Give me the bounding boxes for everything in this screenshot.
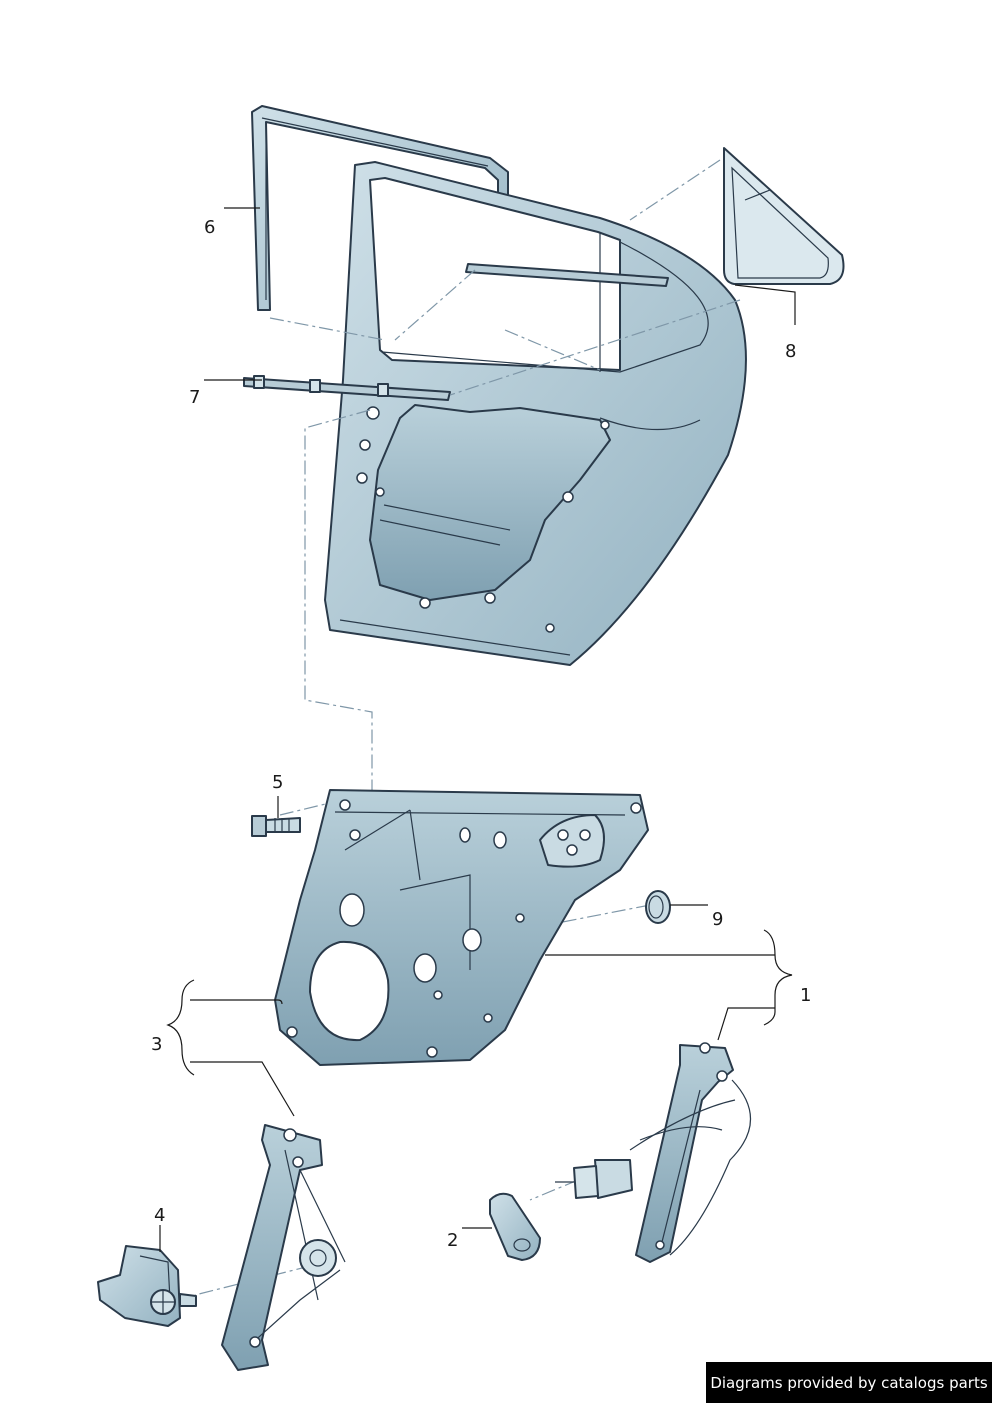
rear-door-shell (324, 161, 747, 666)
outer-belt-strip (465, 263, 669, 287)
quarter-window-glass (723, 147, 845, 285)
callout-1: 1 (800, 985, 811, 1006)
door-module-carrier-plate (274, 789, 649, 1066)
callout-9: 9 (712, 909, 723, 930)
callout-8: 8 (785, 341, 796, 362)
callout-3: 3 (151, 1034, 162, 1055)
callout-4: 4 (154, 1205, 165, 1226)
callout-labels: 1 2 3 4 5 6 7 8 9 (151, 217, 811, 1251)
sealing-plug (645, 890, 671, 924)
callout-6: 6 (204, 217, 215, 238)
window-regulator-manual (555, 1042, 752, 1263)
callout-7: 7 (189, 387, 200, 408)
window-regulator-electric (221, 1124, 346, 1371)
credit-banner: Diagrams provided by catalogs parts (706, 1362, 992, 1403)
window-crank-handle (489, 1192, 541, 1261)
callout-5: 5 (272, 772, 283, 793)
window-sill-strip (243, 375, 451, 401)
callout-2: 2 (447, 1230, 458, 1251)
bolt (251, 815, 301, 837)
window-motor (97, 1245, 197, 1327)
leader-lines (159, 207, 796, 1252)
